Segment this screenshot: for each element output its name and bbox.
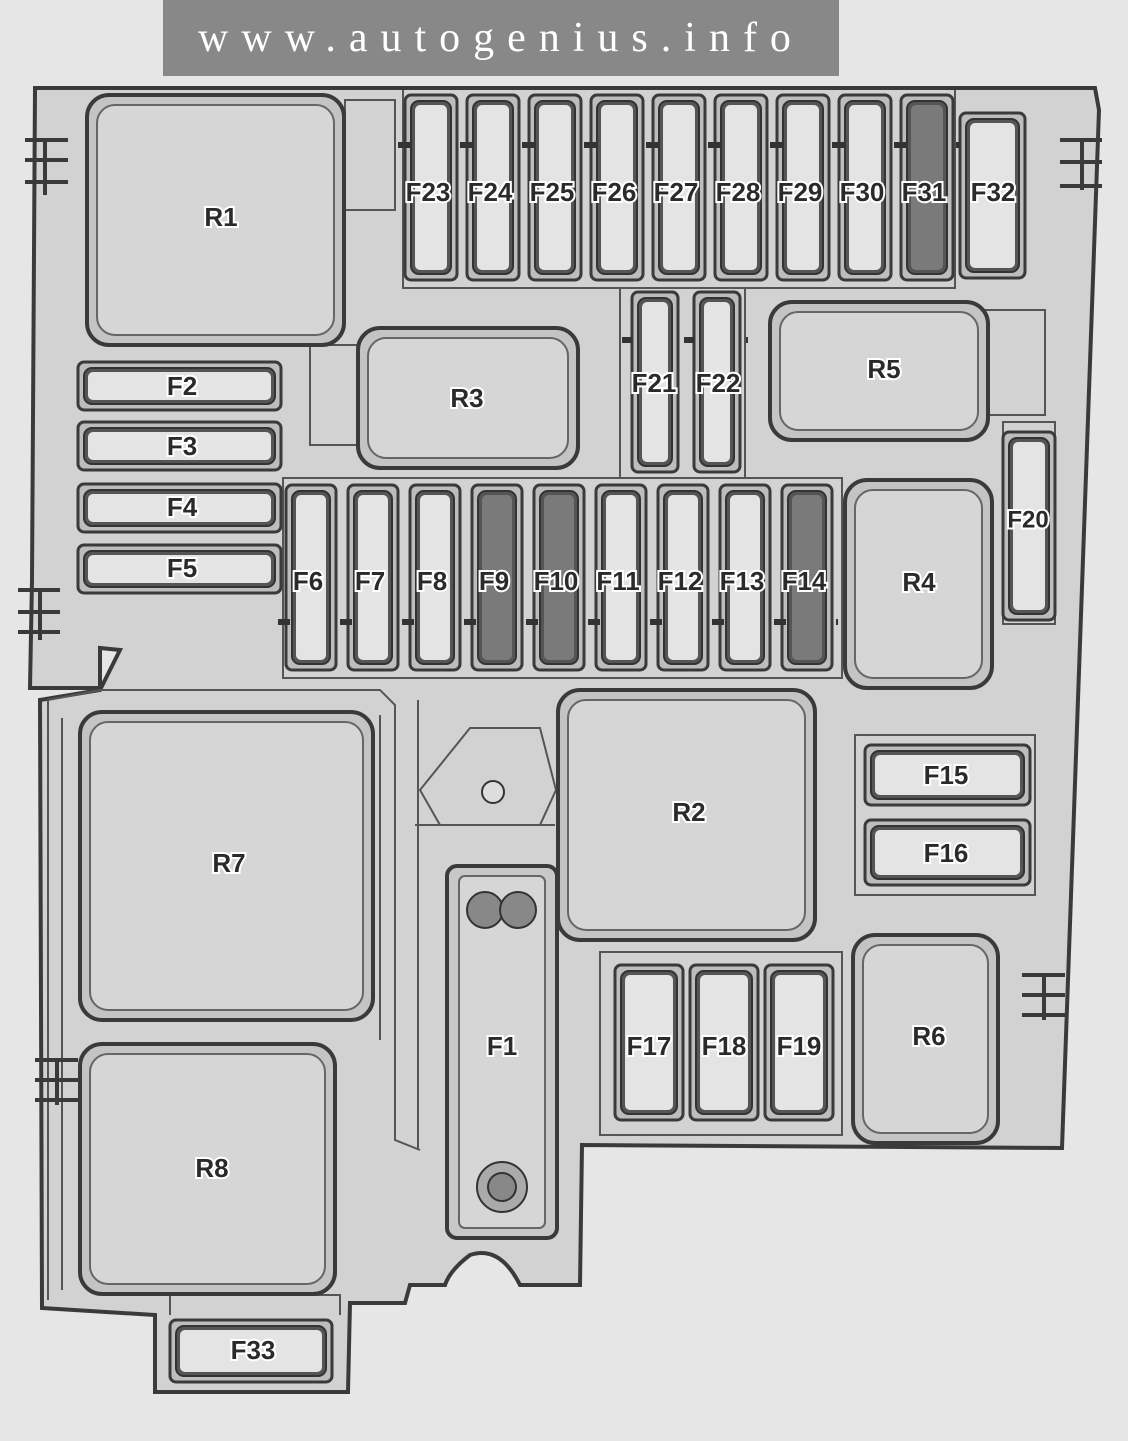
relay-r3 <box>356 326 580 470</box>
label-f24: F24 <box>468 177 513 207</box>
fuse-f19 <box>763 963 835 1122</box>
label-f26: F26 <box>592 177 637 207</box>
label-r6: R6 <box>912 1021 945 1051</box>
fuse-f31 <box>899 93 955 282</box>
fuse-f10 <box>532 483 586 672</box>
fuse-f24 <box>465 93 521 282</box>
fuse-f25 <box>527 93 583 282</box>
fuse-f33 <box>168 1318 334 1384</box>
label-f17: F17 <box>627 1031 672 1061</box>
fuse-f27 <box>651 93 707 282</box>
label-f6: F6 <box>293 566 323 596</box>
label-f16: F16 <box>924 838 969 868</box>
fuse-f23 <box>403 93 459 282</box>
fuse-f6 <box>284 483 338 672</box>
fuse-f16 <box>863 818 1032 887</box>
label-f31: F31 <box>902 177 947 207</box>
label-f25: F25 <box>530 177 575 207</box>
label-f33: F33 <box>231 1335 276 1365</box>
label-f32: F32 <box>971 177 1016 207</box>
fuse-f26 <box>589 93 645 282</box>
label-r4: R4 <box>902 567 936 597</box>
relay-r1 <box>85 93 346 347</box>
relay-r6 <box>851 933 1000 1145</box>
label-f23: F23 <box>406 177 451 207</box>
label-r7: R7 <box>212 848 245 878</box>
label-f7: F7 <box>355 566 385 596</box>
fuse-f32 <box>958 111 1027 280</box>
label-f22: F22 <box>696 368 741 398</box>
label-f20: F20 <box>1007 507 1048 534</box>
fuse-f2 <box>76 360 283 412</box>
fuse-f15 <box>863 743 1032 807</box>
relay-r4 <box>843 478 994 690</box>
fuse-f7 <box>346 483 400 672</box>
fuse-f9 <box>470 483 524 672</box>
label-f1: F1 <box>487 1031 517 1061</box>
label-f2: F2 <box>167 371 197 401</box>
fuse-f8 <box>408 483 462 672</box>
mounting-clips <box>18 138 1102 1105</box>
label-f5: F5 <box>167 553 197 583</box>
fuse-f28 <box>713 93 769 282</box>
label-r8: R8 <box>195 1153 228 1183</box>
relay-r7 <box>78 710 375 1022</box>
label-f19: F19 <box>777 1031 822 1061</box>
label-f10: F10 <box>534 566 579 596</box>
label-r5: R5 <box>867 354 900 384</box>
fuse-f22 <box>692 290 742 474</box>
label-f4: F4 <box>167 492 198 522</box>
label-f18: F18 <box>702 1031 747 1061</box>
fuse-f29 <box>775 93 831 282</box>
label-f28: F28 <box>716 177 761 207</box>
fuse-f13 <box>718 483 772 672</box>
label-r3: R3 <box>450 383 483 413</box>
fuse-f1 <box>445 864 559 1240</box>
label-f30: F30 <box>840 177 885 207</box>
fuse-f14 <box>780 483 834 672</box>
fuse-row-bus-bars <box>278 142 960 625</box>
fuse-f17 <box>613 963 685 1122</box>
label-f29: F29 <box>778 177 823 207</box>
fuse-f12 <box>656 483 710 672</box>
label-f15: F15 <box>924 760 969 790</box>
fuse-f4 <box>76 482 283 534</box>
housing-inner-lines <box>47 90 1056 1315</box>
relay-r2 <box>556 688 817 942</box>
fuse-f20 <box>1001 430 1057 622</box>
fuse-f21 <box>630 290 680 474</box>
fuse-f5 <box>76 543 283 595</box>
label-f8: F8 <box>417 566 447 596</box>
label-f13: F13 <box>720 566 765 596</box>
f1-bolts <box>466 780 537 1213</box>
label-f14: F14 <box>782 566 827 596</box>
fuse-f30 <box>837 93 893 282</box>
fuse-f11 <box>594 483 648 672</box>
fuse-f3 <box>76 420 283 472</box>
fuse-f18 <box>688 963 760 1122</box>
label-f27: F27 <box>654 177 699 207</box>
label-r1: R1 <box>204 202 237 232</box>
label-f12: F12 <box>658 566 703 596</box>
label-f3: F3 <box>167 431 197 461</box>
label-f11: F11 <box>596 566 639 596</box>
watermark-banner: www.autogenius.info <box>163 0 839 76</box>
label-r2: R2 <box>672 797 705 827</box>
label-f21: F21 <box>632 368 677 398</box>
relay-r8 <box>78 1042 337 1296</box>
relay-r5 <box>768 300 990 442</box>
label-f9: F9 <box>479 566 509 596</box>
